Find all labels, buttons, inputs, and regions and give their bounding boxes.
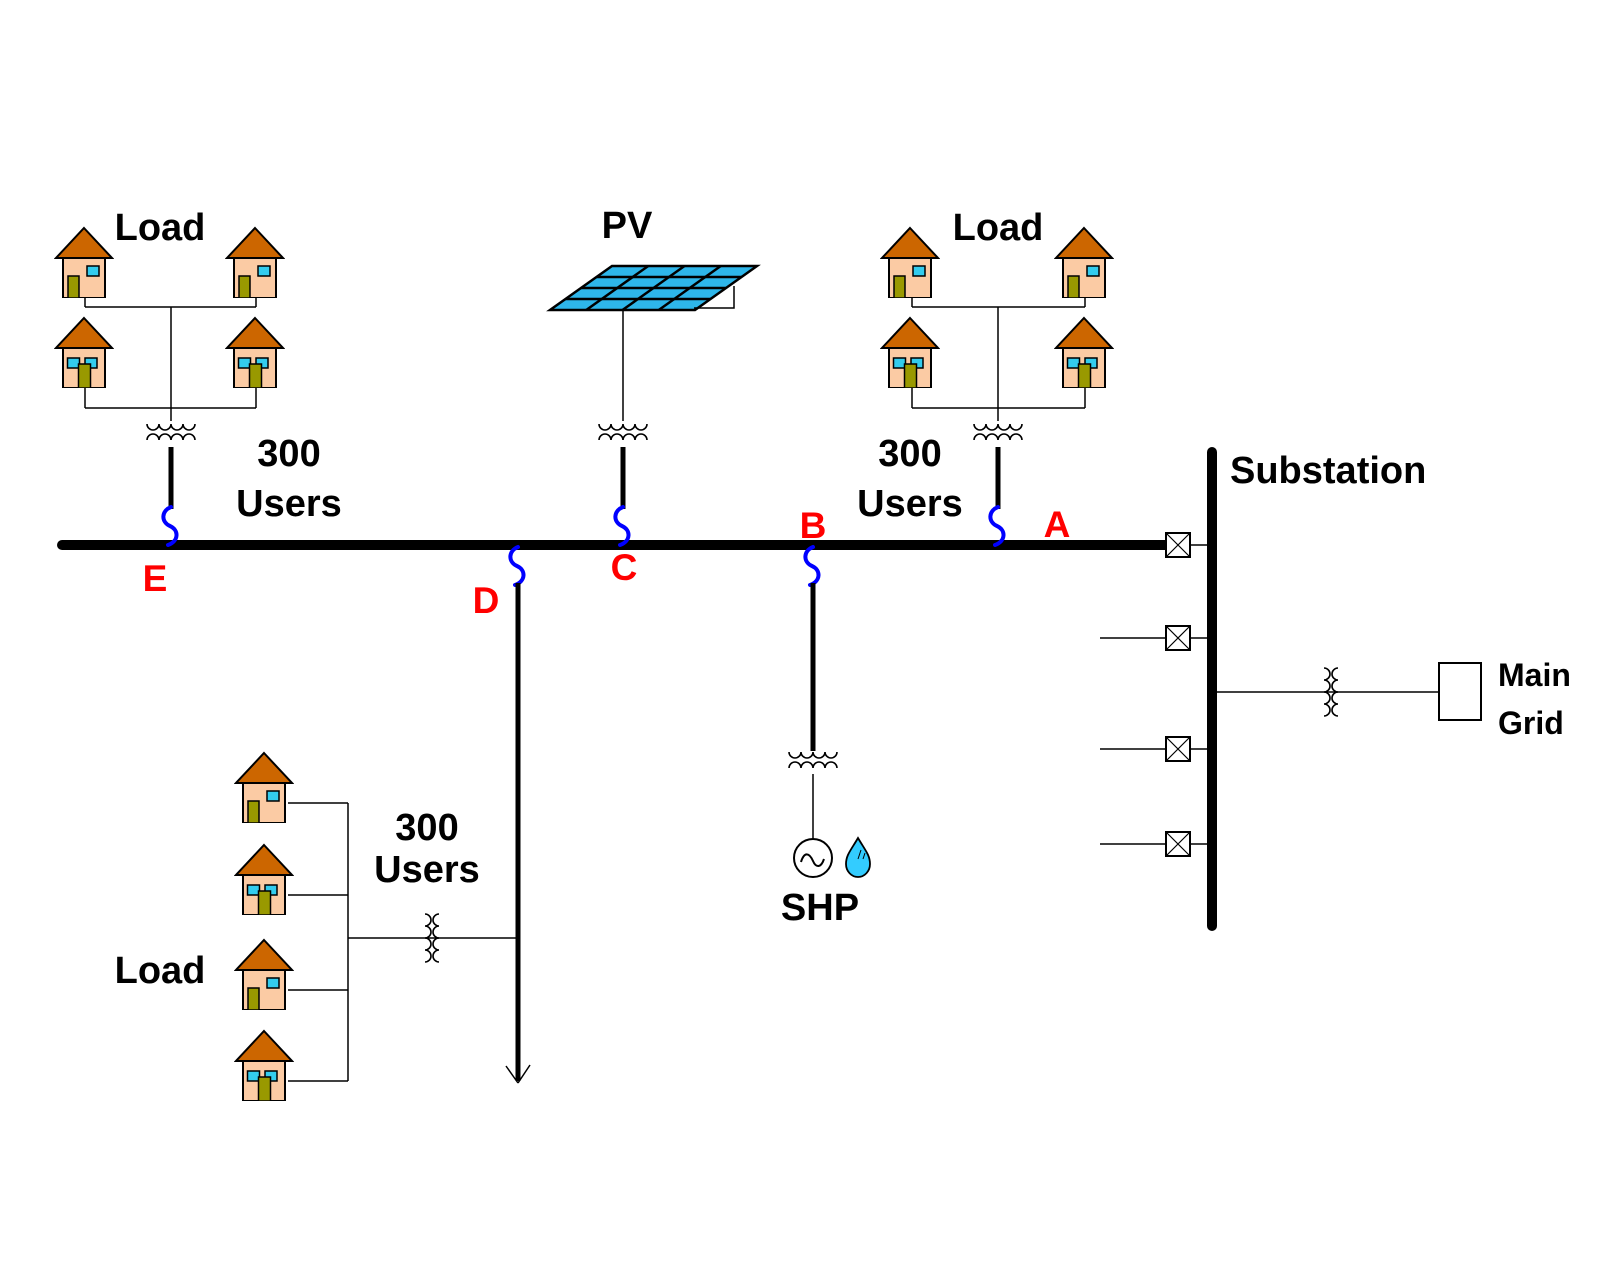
label-point-d: D [473, 580, 500, 621]
shp-branch [788, 545, 871, 878]
transformer-icon [788, 751, 838, 769]
feeder-branch-d [505, 545, 531, 1084]
transformer-icon [146, 423, 196, 441]
label-shp: SHP [781, 887, 859, 929]
label-users-word-bottom: Users [374, 849, 480, 891]
label-main-grid-line1: Main [1498, 657, 1571, 693]
transformer-icon [973, 423, 1023, 441]
breaker-icon [1165, 736, 1191, 762]
generator-icon [793, 838, 833, 878]
pv-support-bracket [694, 286, 735, 309]
pv-panel-grid [565, 264, 742, 312]
house-icon [881, 317, 939, 388]
transformer-icon [598, 423, 648, 441]
house-icon [1055, 227, 1113, 298]
label-main-grid-line2: Grid [1498, 705, 1564, 741]
house-icon [235, 1030, 293, 1101]
fuse-icon [508, 545, 526, 587]
house-icon [1055, 317, 1113, 388]
fuse-icon [803, 545, 821, 587]
house-icon [235, 844, 293, 915]
house-icon [55, 317, 113, 388]
label-point-b: B [800, 505, 827, 546]
label-users-count-bottom: 300 [395, 807, 458, 849]
label-users-count-top-left: 300 [257, 433, 320, 475]
label-pv: PV [602, 205, 653, 247]
substation [1100, 447, 1217, 931]
load-group-top-left [55, 227, 284, 547]
label-load-top-left: Load [115, 207, 206, 249]
water-drop-detail [857, 849, 866, 860]
house-icon [881, 227, 939, 298]
label-users-word-top-right: Users [857, 483, 963, 525]
house-icon [235, 752, 293, 823]
pv-branch [546, 264, 761, 547]
house-icon [226, 317, 284, 388]
main-grid-connection [1217, 662, 1482, 721]
label-point-a: A [1044, 504, 1071, 545]
house-icon [226, 227, 284, 298]
fuse-icon [988, 505, 1006, 547]
fuse-icon [161, 505, 179, 547]
load-group-bottom-left [235, 752, 518, 1101]
house-icon [55, 227, 113, 298]
label-substation: Substation [1230, 450, 1426, 492]
breaker-icon [1165, 625, 1191, 651]
breaker-icon [1165, 532, 1191, 558]
generator-sine-wave [800, 853, 825, 867]
house-icon [235, 939, 293, 1010]
label-point-e: E [143, 558, 168, 599]
feeder-arrowhead [505, 1064, 531, 1084]
fuse-icon [613, 505, 631, 547]
label-load-bottom: Load [115, 950, 206, 992]
label-load-top-right: Load [953, 207, 1044, 249]
label-users-word-top-left: Users [236, 483, 342, 525]
main-grid-box [1438, 662, 1482, 721]
label-point-c: C [611, 547, 638, 588]
breaker-icon [1165, 831, 1191, 857]
load-group-top-right [881, 227, 1113, 547]
label-users-count-top-right: 300 [878, 433, 941, 475]
